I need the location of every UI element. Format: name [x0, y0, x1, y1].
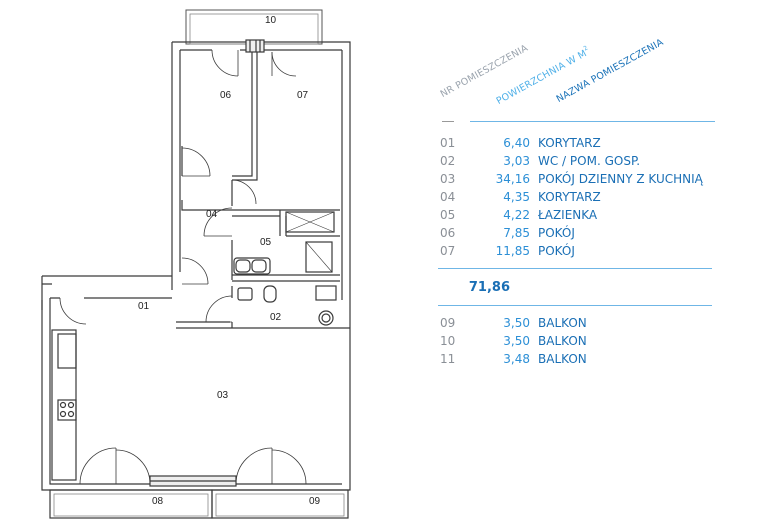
total-separator — [438, 268, 712, 269]
room-label-10: 10 — [265, 15, 277, 26]
room-label-04: 04 — [206, 209, 218, 220]
header-separator — [470, 121, 715, 122]
kitchen-counter — [51, 329, 77, 481]
room-label-01: 01 — [138, 301, 150, 312]
room-label-09: 09 — [309, 496, 321, 507]
floor-plan: 10 06 07 04 05 01 02 03 08 09 — [41, 9, 351, 519]
balcony-09-outline — [211, 489, 349, 519]
header-room-name: NAZWA POMIESZCZENIA — [554, 36, 666, 105]
room-label-06: 06 — [220, 90, 232, 101]
room-label-03: 03 — [217, 390, 229, 401]
balcony-separator — [438, 305, 712, 306]
room-label-05: 05 — [260, 237, 272, 248]
total-area: 71,86 — [468, 280, 510, 295]
balcony-10-outline — [185, 9, 323, 45]
room-label-02: 02 — [270, 312, 282, 323]
room-label-07: 07 — [297, 90, 309, 101]
upper-wing-wall — [171, 41, 351, 300]
main-block-wall — [41, 275, 351, 491]
room-label-08: 08 — [152, 496, 164, 507]
header-dash — [442, 121, 454, 122]
